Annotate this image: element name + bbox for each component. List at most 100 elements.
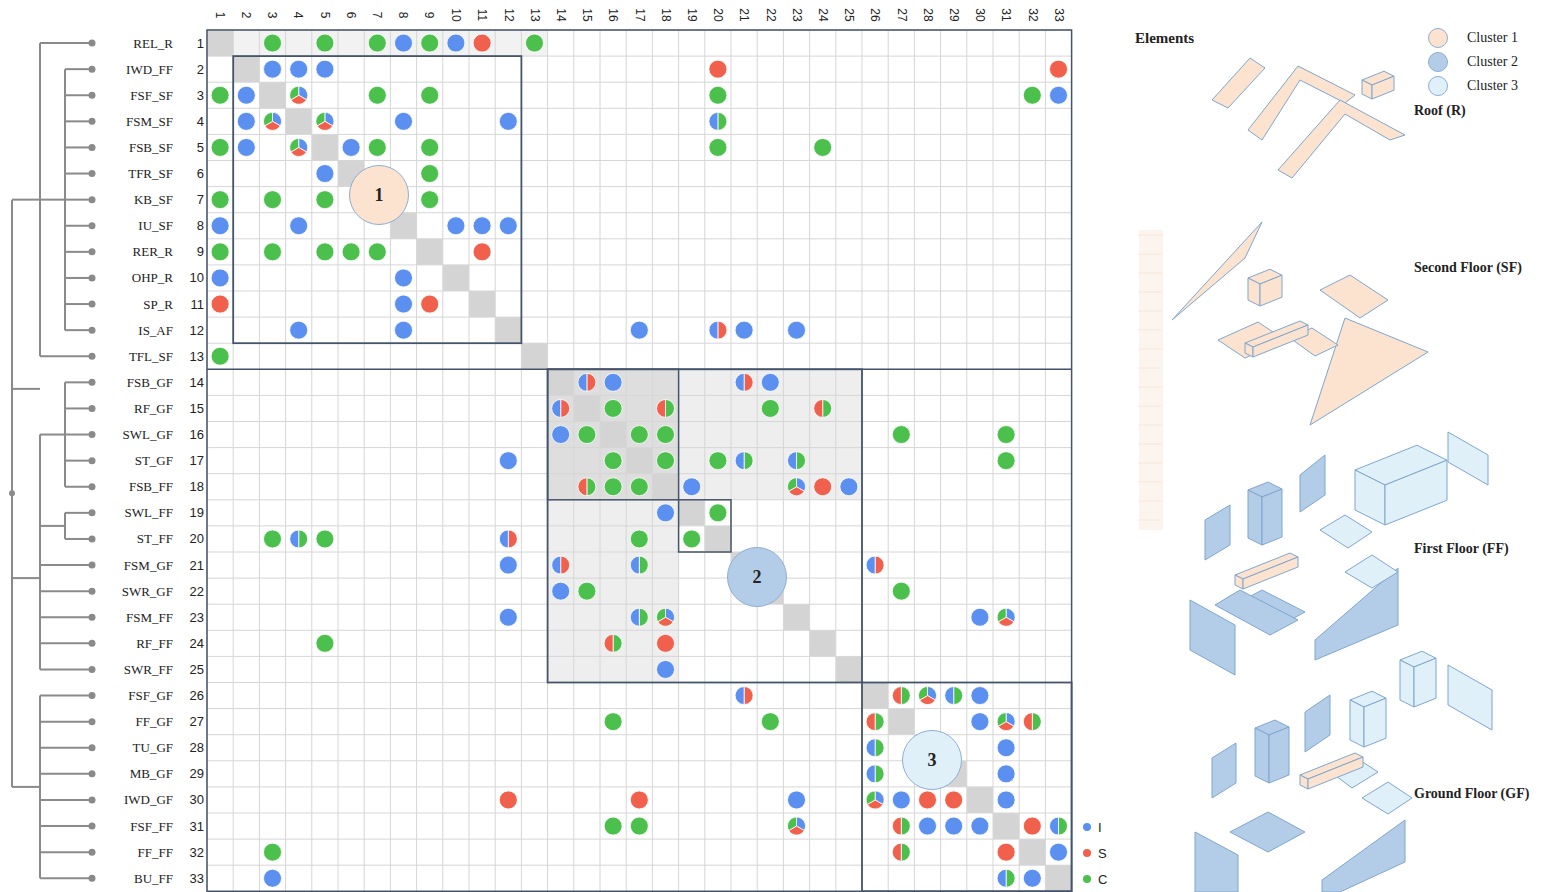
column-number: 8 xyxy=(398,12,410,19)
dot-slice xyxy=(657,660,675,678)
element-shape xyxy=(1448,432,1488,485)
dot-slice xyxy=(971,687,989,705)
dot-slice xyxy=(316,530,334,548)
dependency-dot xyxy=(342,243,360,261)
callout-number: 3 xyxy=(928,750,937,771)
row-number: 30 xyxy=(190,793,204,806)
dot-slice xyxy=(1023,86,1041,104)
dendrogram-line xyxy=(65,225,92,227)
dependency-dot xyxy=(971,817,989,835)
column-number: 7 xyxy=(371,12,383,19)
column-number: 24 xyxy=(817,8,829,21)
dependency-dot xyxy=(552,582,570,600)
element-label: IWD_FF xyxy=(126,63,173,76)
element-shape xyxy=(1385,460,1447,525)
dot-slice xyxy=(578,373,587,391)
dependency-dot xyxy=(316,60,334,78)
grid-line xyxy=(311,30,312,891)
element-label: FSM_SF xyxy=(126,115,173,128)
dot-slice xyxy=(788,817,797,831)
legend-swatch xyxy=(1428,76,1448,96)
dendrogram-line xyxy=(65,329,92,331)
dependency-dot xyxy=(499,556,517,574)
row-number: 16 xyxy=(190,428,204,441)
column-number: 30 xyxy=(974,8,986,21)
row-number: 21 xyxy=(190,559,204,572)
grid-line xyxy=(626,30,627,891)
dendrogram-line xyxy=(65,173,92,175)
dot-slice xyxy=(473,217,491,235)
dependency-dot xyxy=(264,191,282,209)
dependency-dot xyxy=(499,112,517,130)
section-title: Ground Floor (GF) xyxy=(1414,787,1529,801)
dependency-dot xyxy=(604,634,622,652)
dot-slice xyxy=(630,608,639,626)
dependency-dot xyxy=(709,504,727,522)
dependency-dot xyxy=(814,478,832,496)
element-label: ST_FF xyxy=(137,532,173,545)
dendrogram-leaf xyxy=(89,379,96,386)
dot-slice xyxy=(709,86,727,104)
dependency-dot xyxy=(316,191,334,209)
dot-slice xyxy=(290,321,308,339)
element-label: KB_SF xyxy=(134,193,173,206)
element-shape xyxy=(1322,820,1405,892)
element-shape xyxy=(1355,470,1385,525)
cluster-callout: 3 xyxy=(902,730,962,790)
dendrogram-line xyxy=(40,434,65,436)
legend-swatch xyxy=(1083,849,1091,857)
dependency-dot xyxy=(1023,869,1041,887)
dot-slice xyxy=(735,321,753,339)
column-number: 25 xyxy=(843,8,855,21)
grid-line xyxy=(207,865,1072,866)
dependency-dot xyxy=(395,269,413,287)
diagonal-cell xyxy=(417,239,443,265)
dependency-dot xyxy=(735,373,753,391)
row-number: 9 xyxy=(197,245,204,258)
cluster-box xyxy=(679,500,731,552)
element-shape xyxy=(1310,318,1428,425)
dependency-dot xyxy=(1023,713,1041,731)
dot-slice xyxy=(797,452,806,470)
row-number: 24 xyxy=(190,637,204,650)
dendrogram-line xyxy=(40,616,92,618)
element-label: FSM_FF xyxy=(126,611,173,624)
dependency-dot xyxy=(368,138,386,156)
dot-slice xyxy=(639,608,648,626)
dependency-dots xyxy=(211,34,1067,887)
element-shape xyxy=(1448,665,1492,730)
dot-slice xyxy=(788,452,797,470)
grid-hatch xyxy=(1158,230,1159,530)
legend-label: C xyxy=(1098,873,1107,886)
column-number: 4 xyxy=(293,12,305,19)
element-label: IS_AF xyxy=(138,324,173,337)
dot-slice xyxy=(761,399,779,417)
dot-slice xyxy=(395,295,413,313)
dot-slice xyxy=(997,765,1015,783)
element-label: BU_FF xyxy=(134,872,173,885)
dot-slice xyxy=(1050,86,1068,104)
grid-line xyxy=(259,30,260,891)
grid-line xyxy=(207,395,1072,396)
dependency-dot xyxy=(709,112,727,130)
cluster-callout: 2 xyxy=(727,547,787,607)
dot-slice xyxy=(211,217,229,235)
dot-slice xyxy=(744,452,753,470)
dependency-dot xyxy=(264,60,282,78)
dot-slice xyxy=(316,634,334,652)
row-number: 14 xyxy=(190,376,204,389)
diagonal-cell xyxy=(705,526,731,552)
dendrogram-leaf xyxy=(89,692,96,699)
dot-slice xyxy=(683,530,701,548)
diagonal-cell xyxy=(810,630,836,656)
dendrogram-leaf xyxy=(89,301,96,308)
element-shape xyxy=(1320,515,1372,548)
dendrogram-leaf xyxy=(89,562,96,569)
dependency-dot xyxy=(499,452,517,470)
element-shape xyxy=(1315,568,1398,660)
dependency-dot xyxy=(892,687,910,705)
dot-slice xyxy=(814,399,823,417)
dot-slice xyxy=(211,347,229,365)
row-number: 20 xyxy=(190,532,204,545)
